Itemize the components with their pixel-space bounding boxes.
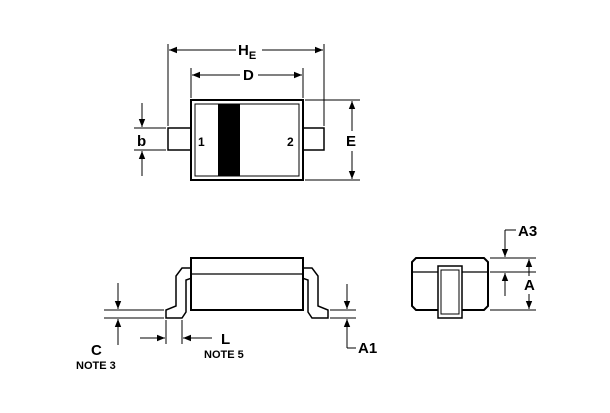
he-label: HE	[238, 42, 256, 62]
lead-side-left	[165, 267, 193, 319]
package-body-side	[190, 257, 304, 311]
d-label: D	[243, 67, 254, 84]
l-label: L	[221, 331, 230, 348]
side-view: C NOTE 3 L NOTE 5 A1	[76, 257, 377, 372]
b-label: b	[137, 133, 146, 150]
package-body-top	[190, 99, 304, 181]
cathode-band	[218, 104, 240, 176]
lead-end-inner	[440, 269, 460, 315]
top-view: 1 2 HE D E b	[134, 40, 362, 181]
a3-label: A3	[518, 223, 537, 240]
package-body-inner	[194, 103, 300, 177]
c-note: NOTE 3	[76, 360, 116, 372]
lead-left	[167, 127, 193, 151]
pin-1-label: 1	[198, 135, 205, 149]
a-label: A	[524, 277, 535, 294]
a1-label: A1	[358, 340, 377, 357]
l-note: NOTE 5	[204, 349, 244, 361]
c-label: C	[91, 342, 102, 359]
e-label: E	[346, 133, 356, 150]
lead-right	[301, 127, 325, 151]
lead-side-right	[301, 267, 329, 319]
pin-2-label: 2	[287, 135, 294, 149]
end-view: A3 A	[411, 223, 539, 319]
